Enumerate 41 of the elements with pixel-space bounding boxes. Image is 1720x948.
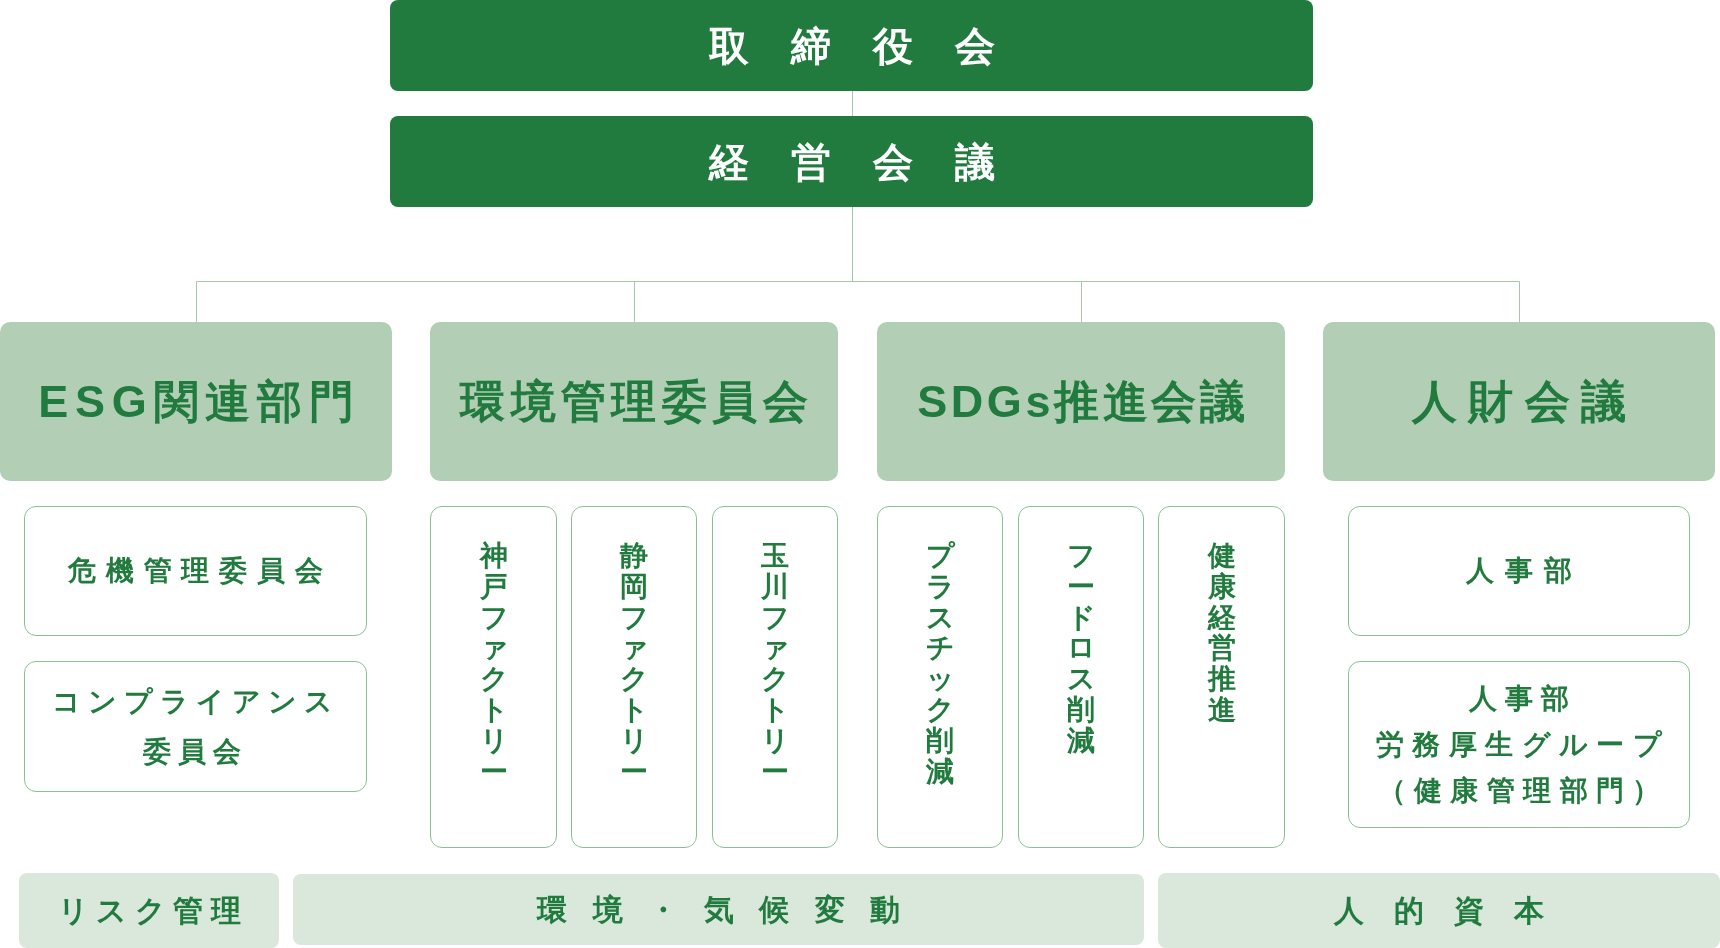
category-box	[1323, 322, 1715, 481]
category-label: SDGs推進会議	[916, 374, 1249, 429]
theme-band	[1158, 873, 1720, 948]
unit-box	[24, 661, 367, 792]
unit-label: 人事部	[1465, 554, 1583, 588]
theme-band	[19, 873, 279, 948]
band-label: リスク管理	[56, 893, 248, 929]
band-label: 人的資本	[1332, 893, 1574, 929]
category-box	[430, 322, 838, 481]
unit-box	[1018, 506, 1144, 848]
category-box	[0, 322, 392, 481]
top-level-box	[390, 116, 1313, 207]
unit-box	[1348, 661, 1690, 828]
category-label: ESG関連部門	[37, 374, 361, 429]
unit-box	[24, 506, 367, 636]
category-label: 人財会議	[1410, 374, 1638, 429]
box-label: 経営会議	[707, 138, 1037, 186]
unit-label: プラスチック削減	[926, 541, 954, 788]
unit-box	[571, 506, 697, 848]
unit-label: 静岡ファクトリー	[620, 541, 648, 788]
unit-box	[1348, 506, 1690, 636]
unit-label: 人事部	[1467, 681, 1578, 716]
category-box	[877, 322, 1285, 481]
unit-box	[1158, 506, 1285, 848]
unit-label: 健康経営推進	[1207, 541, 1236, 726]
unit-label: 玉川ファクトリー	[761, 541, 789, 788]
top-level-box	[390, 0, 1313, 91]
unit-box	[877, 506, 1003, 848]
unit-box	[430, 506, 557, 848]
unit-label: 危機管理委員会	[67, 554, 333, 588]
connector-line	[852, 90, 853, 117]
band-label: 環境・気候変動	[535, 892, 926, 928]
box-label: 取締役会	[707, 22, 1037, 70]
theme-band	[293, 874, 1144, 945]
unit-box	[712, 506, 838, 848]
unit-label: 労務厚生グループ	[1375, 727, 1671, 762]
unit-label: コンプライアンス委員会	[50, 684, 341, 769]
unit-label: 神戸ファクトリー	[479, 541, 508, 788]
category-label: 環境管理委員会	[458, 374, 814, 429]
unit-label: フードロス削減	[1067, 541, 1095, 757]
unit-label: （健康管理部門）	[1376, 773, 1669, 808]
